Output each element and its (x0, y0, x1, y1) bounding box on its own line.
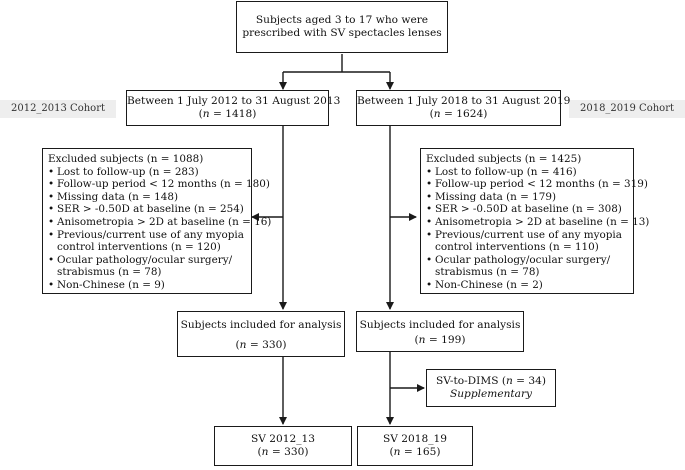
cohort-tag-left: 2012_2013 Cohort (0, 100, 116, 118)
sv-to-dims-count: SV-to-DIMS (n = 34) (435, 375, 547, 387)
right-excluded-heading: Excluded subjects (n = 1425) (426, 153, 582, 165)
left-included-count: (n = 330) (235, 339, 287, 351)
left-final-label: SV 2012_13 (250, 433, 315, 445)
left-excluded-list: Lost to follow-up (n = 283) Follow-up pe… (48, 166, 271, 292)
source-line-2: prescribed with SV spectacles lenses (242, 27, 442, 39)
excluded-item: Ocular pathology/ocular surgery/strabism… (426, 254, 633, 279)
excluded-item: Missing data (n = 179) (426, 191, 633, 204)
right-period-label: Between 1 July 2018 to 31 August 2019 (357, 95, 571, 107)
left-included-label: Subjects included for analysis (180, 319, 342, 331)
left-period-label: Between 1 July 2012 to 31 August 2013 (127, 95, 341, 107)
excluded-item: Anisometropia > 2D at baseline (n = 16) (48, 216, 271, 229)
excluded-item: Follow-up period < 12 months (n = 319) (426, 178, 648, 191)
right-excluded-list: Lost to follow-up (n = 416) Follow-up pe… (426, 166, 649, 292)
right-final-label: SV 2018_19 (382, 433, 447, 445)
excluded-item: Lost to follow-up (n = 416) (426, 166, 633, 179)
left-excluded-heading: Excluded subjects (n = 1088) (48, 153, 204, 165)
left-included-box: Subjects included for analysis (n = 330) (177, 311, 345, 357)
cohort-tag-right: 2018_2019 Cohort (569, 100, 685, 118)
left-final-box: SV 2012_13 (n = 330) (214, 426, 352, 466)
excluded-item: Follow-up period < 12 months (n = 180) (48, 178, 270, 191)
right-period-box: Between 1 July 2018 to 31 August 2019 (n… (356, 90, 571, 126)
excluded-item: Non-Chinese (n = 2) (426, 279, 633, 292)
sv-to-dims-box: SV-to-DIMS (n = 34) Supplementary (426, 369, 556, 407)
right-included-box: Subjects included for analysis (n = 199) (356, 311, 524, 352)
right-excluded-box: Excluded subjects (n = 1425) Lost to fol… (420, 148, 649, 294)
excluded-item: Previous/current use of any myopiacontro… (426, 229, 633, 254)
left-excluded-box: Excluded subjects (n = 1088) Lost to fol… (42, 148, 271, 294)
right-period-count: (n = 1624) (429, 108, 488, 120)
right-final-box: SV 2018_19 (n = 165) (357, 426, 473, 466)
sv-to-dims-note: Supplementary (449, 388, 533, 400)
left-period-count: (n = 1418) (198, 108, 257, 120)
right-final-count: (n = 165) (389, 446, 441, 458)
excluded-item: Lost to follow-up (n = 283) (48, 166, 251, 179)
excluded-item: Ocular pathology/ocular surgery/strabism… (48, 254, 251, 279)
excluded-item: SER > -0.50D at baseline (n = 308) (426, 203, 633, 216)
excluded-item: SER > -0.50D at baseline (n = 254) (48, 203, 251, 216)
excluded-item: Missing data (n = 148) (48, 191, 251, 204)
right-included-label: Subjects included for analysis (359, 319, 521, 331)
source-population-box: Subjects aged 3 to 17 who were prescribe… (236, 1, 448, 53)
left-period-box: Between 1 July 2012 to 31 August 2013 (n… (126, 90, 341, 126)
excluded-item: Non-Chinese (n = 9) (48, 279, 251, 292)
excluded-item: Anisometropia > 2D at baseline (n = 13) (426, 216, 649, 229)
excluded-item: Previous/current use of any myopiacontro… (48, 229, 251, 254)
right-included-count: (n = 199) (414, 334, 466, 346)
source-line-1: Subjects aged 3 to 17 who were (255, 14, 429, 26)
left-final-count: (n = 330) (257, 446, 309, 458)
